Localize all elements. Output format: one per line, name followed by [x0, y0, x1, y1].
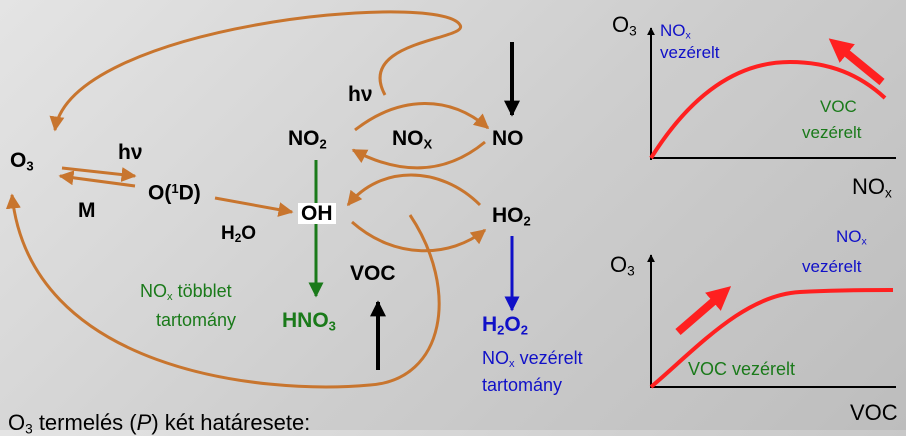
- chart2-voc-label: VOC vezérelt: [688, 359, 796, 379]
- chart1-red-arrow: [828, 38, 885, 86]
- species-oh: OH: [298, 203, 336, 224]
- arrow-o1d-to-oh: [214, 196, 294, 217]
- chart2-red-arrow: [675, 286, 732, 336]
- species-nox-cycle: NOX: [392, 127, 433, 152]
- species-o3: O3: [10, 149, 34, 174]
- third-body-m: M: [78, 199, 96, 222]
- label-nox-controlled-region: NOx vezérelt: [482, 348, 583, 370]
- species-h2o: H2O: [221, 223, 257, 245]
- species-no: NO: [492, 127, 524, 150]
- species-no2: NO2: [288, 127, 327, 152]
- chart2-curve: [649, 288, 894, 389]
- hv-photolysis-no2: hν: [348, 83, 373, 106]
- label-nox-excess-region-2: tartomány: [156, 310, 237, 330]
- label-nox-controlled-region-2: tartomány: [482, 375, 563, 395]
- arrow-ho2-to-oh: [346, 173, 482, 207]
- species-ho2: HO2: [492, 204, 531, 229]
- chart1-voc-label-2: vezérelt: [802, 123, 862, 142]
- chart1-y-label: O3: [612, 12, 637, 39]
- chart-ozone-vs-nox: [647, 27, 896, 160]
- arrow-o1d-to-o3: [58, 170, 136, 188]
- chart2-nox-label: NOx: [836, 227, 867, 248]
- chart1-x-label: NOx: [852, 174, 892, 201]
- chart-ozone-vs-voc: [647, 254, 896, 388]
- arrow-o3-to-o1d: [61, 166, 137, 182]
- arrow-oh-to-ho2: [351, 220, 487, 253]
- chart1-voc-label: VOC: [820, 97, 857, 116]
- bottom-caption: O3 termelés (P) két határesete:: [8, 410, 311, 436]
- species-o1d: O(1D): [148, 181, 201, 205]
- label-nox-excess-region: NOx többlet: [140, 281, 232, 303]
- arrow-loop-top-to-o3: [49, 10, 462, 132]
- chart2-x-label: VOC: [850, 400, 898, 425]
- chart1-nox-label-2: vezérelt: [660, 43, 720, 62]
- chart1-nox-label: NOx: [660, 21, 691, 42]
- chart1-curve: [649, 59, 887, 160]
- species-hno3: HNO3: [282, 309, 336, 334]
- chart2-y-label: O3: [610, 252, 635, 279]
- species-voc: VOC: [350, 262, 396, 285]
- species-h2o2: H2O2: [482, 313, 529, 338]
- chart2-nox-label-2: vezérelt: [802, 257, 862, 276]
- hv-photolysis-o3: hν: [118, 141, 143, 164]
- arrow-loop-bottom-to-o3: [5, 193, 441, 389]
- arrow-no-to-no2: [351, 140, 486, 170]
- arrow-no2-to-no: [354, 102, 490, 132]
